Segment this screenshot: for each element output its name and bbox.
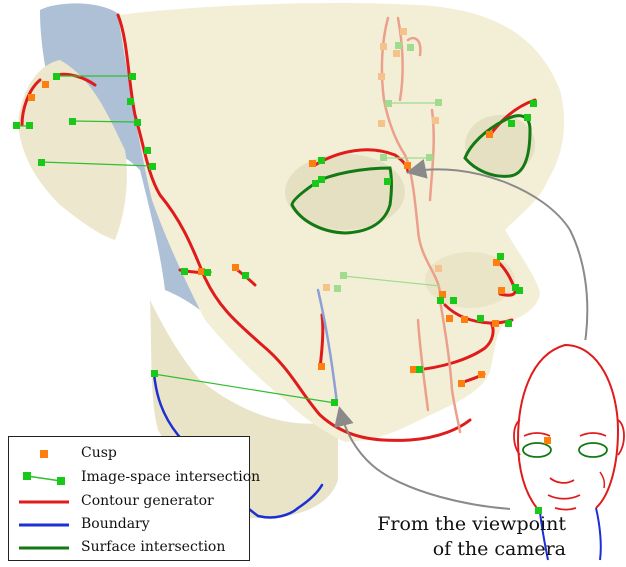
legend: Cusp Image-space intersection Contour ge…: [8, 436, 250, 561]
legend-label-boundary: Boundary: [81, 516, 150, 532]
surface-swatch: [15, 537, 71, 559]
inset-cusp: [544, 437, 551, 444]
legend-row-intersection: Image-space intersection: [9, 467, 249, 489]
cusp-swatch: [15, 443, 71, 465]
legend-label-contour: Contour generator: [81, 493, 214, 509]
legend-label-intersection: Image-space intersection: [81, 469, 260, 485]
legend-row-boundary: Boundary: [9, 514, 249, 536]
legend-row-cusp: Cusp: [9, 443, 249, 465]
caption-line-2: of the camera: [350, 537, 566, 562]
legend-row-contour: Contour generator: [9, 491, 249, 513]
contour-swatch: [15, 491, 71, 513]
legend-label-cusp: Cusp: [81, 445, 117, 461]
intersection-swatch: [15, 467, 71, 489]
caption-line-1: From the viewpoint: [350, 512, 566, 537]
legend-row-surface: Surface intersection: [9, 537, 249, 559]
caption: From the viewpoint of the camera: [350, 512, 566, 562]
legend-label-surface: Surface intersection: [81, 539, 225, 555]
boundary-swatch: [15, 514, 71, 536]
